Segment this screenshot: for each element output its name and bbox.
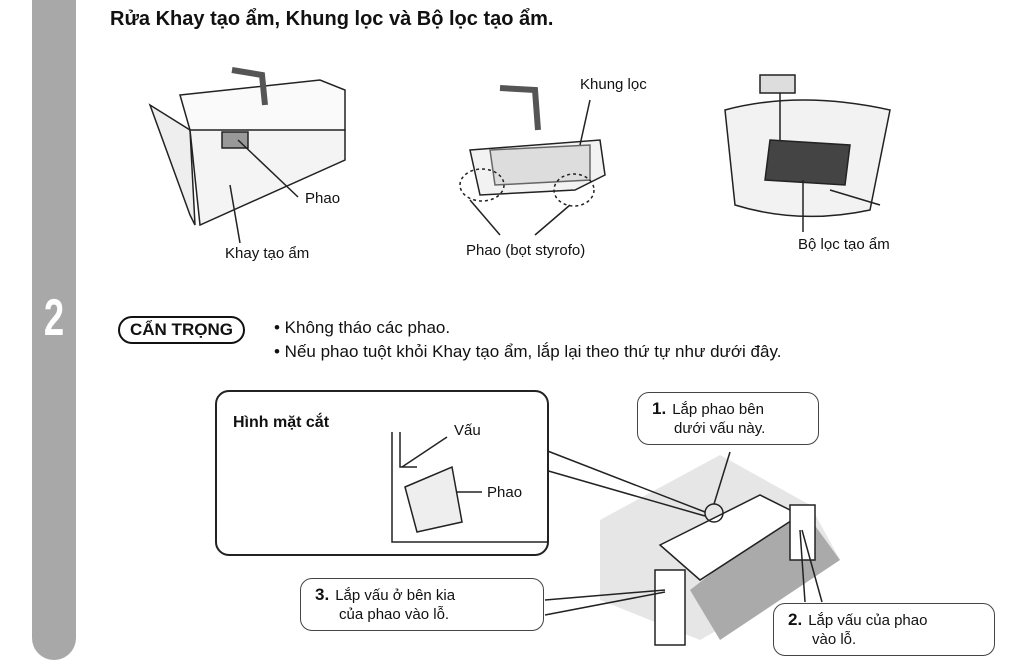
page-title: Rửa Khay tạo ẩm, Khung lọc và Bộ lọc tạo… — [110, 8, 554, 30]
step-tab — [32, 0, 76, 660]
label-floats: Phao (bọt styrofo) — [466, 242, 586, 259]
frame-illustration — [459, 85, 606, 236]
caution-badge: CẨN TRỌNG — [118, 316, 245, 344]
tray-illustration — [148, 67, 346, 244]
label-tray: Khay tạo ẩm — [225, 245, 310, 262]
label-float: Phao — [305, 190, 341, 207]
section-view-title: Hình mặt cắt — [233, 414, 330, 431]
section-view-box: Hình mặt cắt Vấu Phao — [215, 390, 549, 556]
step-number: 2 — [43, 289, 65, 347]
install-illustration — [544, 449, 840, 646]
label-float-section: Phao — [487, 484, 523, 501]
label-tab: Vấu — [454, 422, 481, 439]
label-frame: Khung lọc — [580, 76, 647, 93]
label-filter: Bộ lọc tạo ẩm — [798, 236, 890, 253]
caution-bullet: • Nếu phao tuột khỏi Khay tạo ẩm, lắp lạ… — [274, 342, 782, 361]
caution-bullet: • Không tháo các phao. — [274, 318, 451, 337]
filter-illustration — [724, 74, 891, 232]
